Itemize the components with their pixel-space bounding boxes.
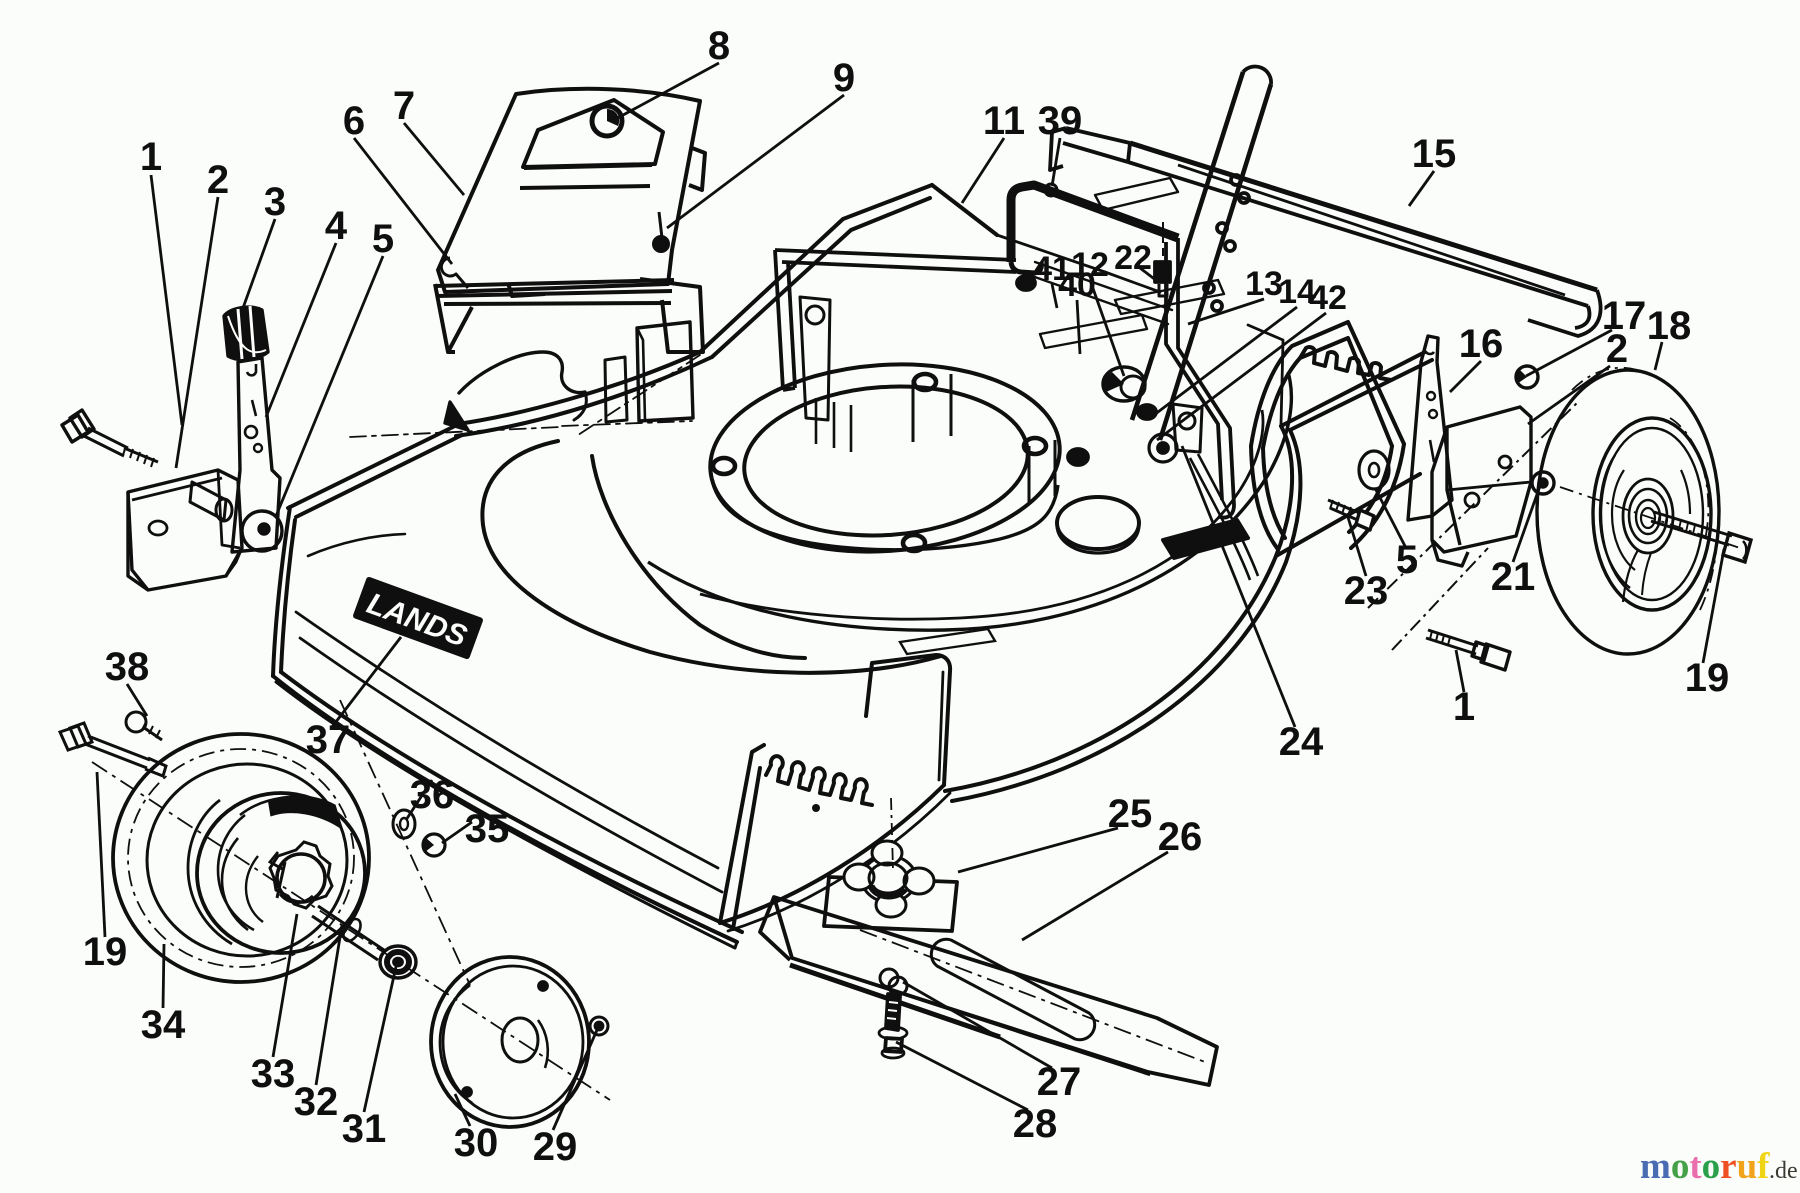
svg-text:3: 3	[264, 180, 286, 224]
svg-text:2: 2	[1606, 327, 1628, 371]
svg-text:26: 26	[1158, 815, 1203, 859]
svg-text:12: 12	[1071, 246, 1109, 284]
svg-text:37: 37	[306, 718, 351, 762]
svg-text:1: 1	[1453, 685, 1475, 729]
svg-text:21: 21	[1491, 555, 1536, 599]
svg-text:5: 5	[1396, 538, 1418, 582]
svg-text:29: 29	[533, 1125, 578, 1169]
svg-text:17: 17	[1602, 294, 1647, 338]
svg-text:1: 1	[140, 135, 162, 179]
svg-text:35: 35	[465, 807, 510, 851]
svg-text:25: 25	[1108, 792, 1153, 836]
svg-text:30: 30	[454, 1121, 499, 1165]
svg-text:6: 6	[343, 99, 365, 143]
svg-text:.de: .de	[1769, 1158, 1798, 1184]
svg-text:34: 34	[141, 1003, 186, 1047]
svg-text:motoruf: motoruf	[1640, 1146, 1770, 1187]
svg-text:7: 7	[393, 84, 415, 128]
svg-text:36: 36	[410, 773, 455, 817]
svg-text:41: 41	[1033, 250, 1071, 288]
svg-text:40: 40	[1058, 266, 1096, 304]
svg-text:9: 9	[833, 56, 855, 100]
svg-text:8: 8	[708, 24, 730, 68]
svg-text:14: 14	[1278, 273, 1316, 311]
svg-text:23: 23	[1344, 569, 1389, 613]
svg-text:13: 13	[1245, 265, 1283, 303]
svg-text:27: 27	[1037, 1060, 1082, 1104]
svg-text:19: 19	[1685, 656, 1730, 700]
svg-text:32: 32	[294, 1080, 339, 1124]
svg-text:38: 38	[105, 645, 150, 689]
svg-text:28: 28	[1013, 1102, 1058, 1146]
svg-text:18: 18	[1647, 304, 1692, 348]
svg-text:15: 15	[1412, 132, 1457, 176]
svg-text:42: 42	[1309, 279, 1347, 317]
svg-text:39: 39	[1038, 99, 1083, 143]
svg-text:22: 22	[1114, 239, 1152, 277]
svg-text:31: 31	[342, 1107, 387, 1151]
svg-text:24: 24	[1279, 720, 1324, 764]
svg-text:16: 16	[1459, 322, 1504, 366]
svg-text:19: 19	[83, 930, 128, 974]
svg-text:4: 4	[325, 204, 348, 248]
svg-text:11: 11	[983, 99, 1025, 143]
svg-text:5: 5	[372, 217, 394, 261]
svg-text:2: 2	[207, 158, 229, 202]
svg-text:33: 33	[251, 1052, 296, 1096]
